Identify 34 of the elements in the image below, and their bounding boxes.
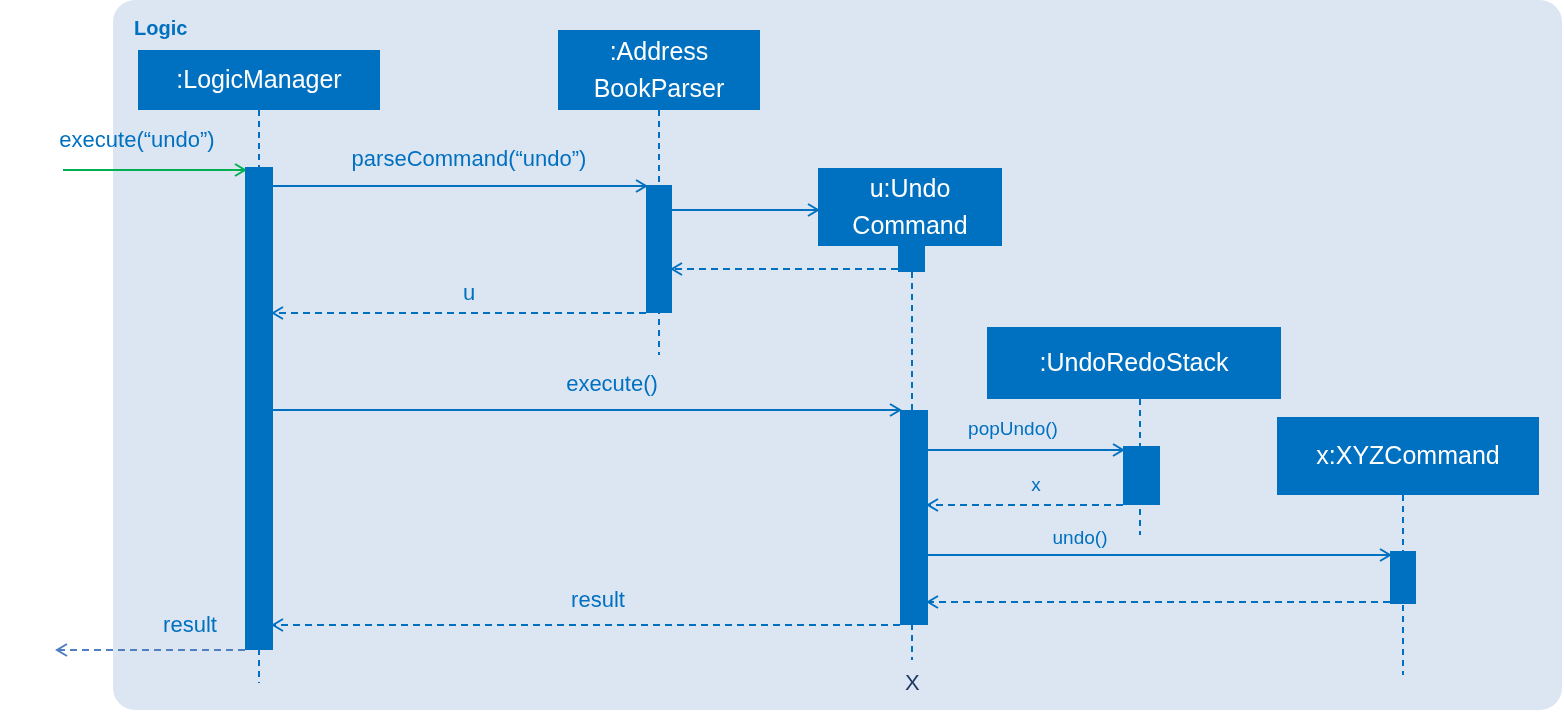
edge-label: x	[1031, 475, 1041, 496]
message-arrow	[671, 203, 819, 217]
message-arrow	[272, 179, 647, 193]
activation-bar	[646, 185, 672, 313]
lifeline-header: u:Undo Command	[818, 168, 1002, 246]
edge-label: execute()	[566, 372, 658, 397]
lifeline-header: x:XYZCommand	[1277, 417, 1539, 495]
edge-label: result	[571, 588, 625, 613]
activation-bar	[1123, 446, 1160, 505]
edge-label: execute(“undo”)	[59, 128, 215, 153]
activation-bar	[898, 246, 925, 272]
lifeline-header: :UndoRedoStack	[987, 327, 1281, 399]
lifeline-header: :LogicManager	[138, 50, 380, 110]
message-arrow	[272, 306, 647, 320]
message-arrow	[272, 618, 901, 632]
edge-label: result	[163, 613, 217, 638]
message-arrow	[927, 548, 1391, 562]
message-arrow	[927, 595, 1391, 609]
edge-label: parseCommand(“undo”)	[351, 147, 587, 172]
edge-label: undo()	[1052, 528, 1108, 549]
message-arrow	[671, 262, 899, 276]
message-arrow	[62, 163, 246, 177]
activation-bar	[245, 167, 273, 650]
activation-bar	[900, 410, 928, 625]
activation-bar	[1390, 551, 1416, 604]
frame-title: Logic	[134, 17, 188, 40]
destroy-mark: X	[905, 670, 920, 696]
message-arrow	[56, 643, 246, 657]
lifeline-header: :Address BookParser	[558, 30, 760, 110]
message-arrow	[927, 443, 1124, 457]
edge-label: popUndo()	[968, 419, 1058, 440]
message-arrow	[272, 403, 901, 417]
edge-label: u	[462, 281, 476, 306]
message-arrow	[927, 498, 1124, 512]
